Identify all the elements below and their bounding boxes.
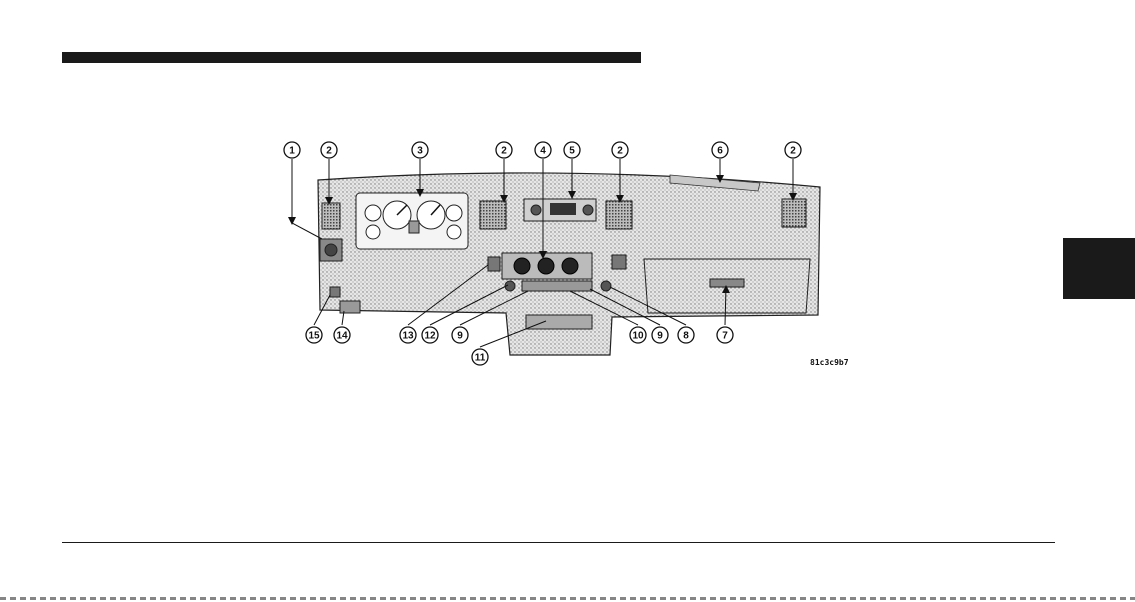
callout-label: 10 — [632, 331, 644, 342]
callout-label: 2 — [501, 146, 507, 157]
callout-label: 9 — [657, 331, 663, 342]
callout-label: 12 — [424, 331, 436, 342]
vent-left — [322, 203, 340, 229]
callout-label: 2 — [326, 146, 332, 157]
callout-9: 9 — [452, 327, 468, 343]
callout-label: 4 — [540, 146, 546, 157]
callout-6: 6 — [712, 142, 728, 158]
callout-label: 5 — [569, 146, 575, 157]
callout-15: 15 — [306, 327, 322, 343]
chapter-tab — [1063, 238, 1135, 299]
callout-label: 15 — [308, 331, 320, 342]
callout-label: 2 — [790, 146, 796, 157]
footer-rule — [62, 542, 1055, 543]
callout-label: 8 — [683, 331, 689, 342]
callout-5: 5 — [564, 142, 580, 158]
callout-2: 2 — [496, 142, 512, 158]
vent-right — [782, 199, 806, 227]
callout-label: 11 — [475, 353, 486, 364]
radio — [524, 199, 596, 221]
callout-10: 10 — [630, 327, 646, 343]
callout-13: 13 — [400, 327, 416, 343]
callout-2: 2 — [321, 142, 337, 158]
callout-9: 9 — [652, 327, 668, 343]
callout-label: 2 — [617, 146, 623, 157]
callout-11: 11 — [472, 349, 488, 365]
crop-marks — [0, 597, 1135, 600]
image-code: 81c3c9b7 — [810, 358, 849, 367]
callout-2: 2 — [612, 142, 628, 158]
instrument-cluster — [356, 193, 468, 249]
vent-center-left — [480, 201, 506, 229]
callout-12: 12 — [422, 327, 438, 343]
console-tray — [526, 315, 592, 329]
callout-label: 6 — [717, 146, 723, 157]
callout-label: 7 — [722, 331, 728, 342]
callout-label: 1 — [289, 146, 295, 157]
climate-controls — [502, 253, 592, 279]
callout-3: 3 — [412, 142, 428, 158]
callout-2: 2 — [785, 142, 801, 158]
header-rule — [62, 52, 641, 63]
callout-label: 9 — [457, 331, 463, 342]
callout-4: 4 — [535, 142, 551, 158]
callout-7: 7 — [717, 327, 733, 343]
callout-8: 8 — [678, 327, 694, 343]
callout-label: 13 — [402, 331, 414, 342]
callout-14: 14 — [334, 327, 350, 343]
callout-label: 14 — [336, 331, 348, 342]
callout-1: 1 — [284, 142, 300, 158]
callout-label: 3 — [417, 146, 423, 157]
vent-center-right — [606, 201, 632, 229]
